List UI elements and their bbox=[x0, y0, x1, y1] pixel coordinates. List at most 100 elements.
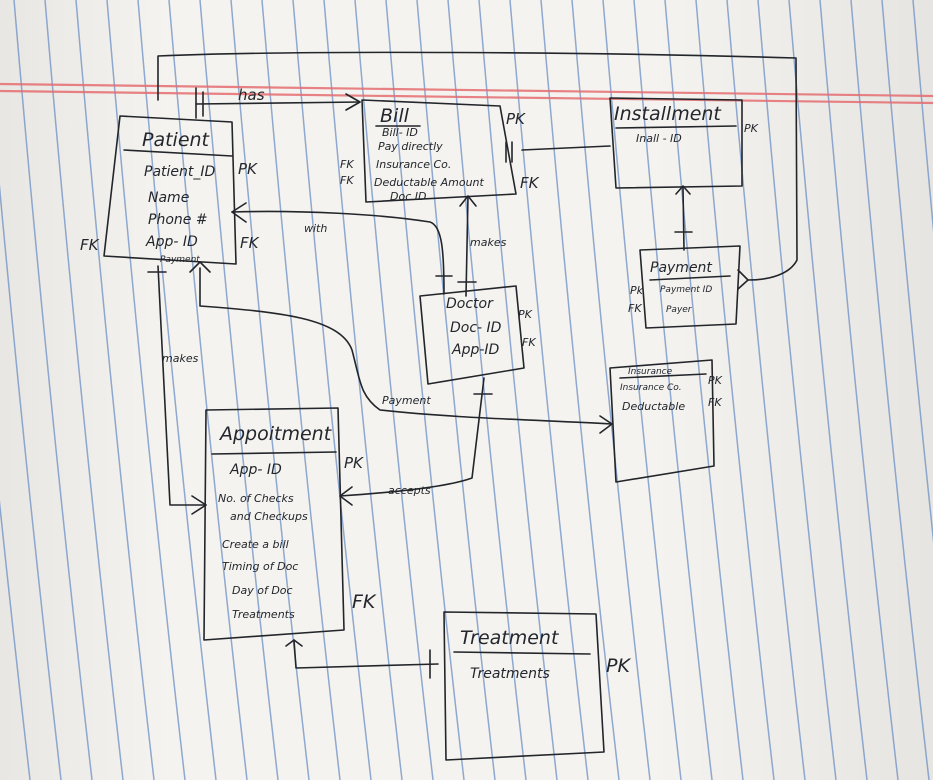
doctor-attr: App-ID bbox=[451, 342, 500, 358]
bill-attr: Bill- ID bbox=[382, 126, 418, 139]
relationship-accepts-label: accepts bbox=[388, 484, 431, 497]
payment-fk-label: FK bbox=[628, 302, 642, 315]
bill-fk-label: FK bbox=[340, 158, 354, 171]
paper-rule-line bbox=[0, 500, 31, 780]
paper-rule-line bbox=[850, 0, 930, 780]
connector-bill-crowfoot bbox=[345, 93, 361, 111]
connector-bill-installment-bar bbox=[505, 141, 513, 163]
entity-insurance: Insurance Insurance Co. Deductable PK FK bbox=[609, 359, 723, 483]
paper-rule-line bbox=[726, 0, 806, 780]
insurance-fk-label: FK bbox=[708, 396, 722, 409]
insurance-divider bbox=[619, 373, 707, 379]
treatment-divider bbox=[453, 651, 591, 655]
paper-rule-line bbox=[199, 0, 279, 780]
relationship-makes-label: makes bbox=[470, 236, 507, 249]
connector-patient-bill bbox=[195, 101, 361, 105]
doctor-box bbox=[419, 285, 525, 385]
appointment-attr: Day of Doc bbox=[232, 584, 293, 597]
connector-appointment-treatment-crowfoot bbox=[285, 639, 303, 647]
entity-bill: Bill Bill- ID Pay directly Insurance Co.… bbox=[340, 99, 540, 203]
appointment-pk-label: PK bbox=[344, 454, 364, 472]
doctor-attr: Doc- ID bbox=[450, 320, 502, 336]
insurance-attr: Deductable bbox=[622, 400, 685, 413]
treatment-title: Treatment bbox=[460, 627, 560, 649]
appointment-attr: Treatments bbox=[232, 608, 295, 621]
paper-rule-line bbox=[509, 0, 589, 780]
paper-rule-line bbox=[416, 0, 496, 780]
connectors bbox=[147, 51, 798, 679]
paper-rule-line bbox=[261, 0, 341, 780]
entity-appointment: Appoitment App- ID No. of Checks and Che… bbox=[203, 407, 377, 641]
connector-patient-bill-bar bbox=[195, 87, 204, 119]
installment-divider bbox=[615, 125, 737, 129]
appointment-attr: and Checkups bbox=[230, 510, 308, 523]
connector-appointment-doctor-crowfoot bbox=[339, 486, 353, 506]
paper-rule-line bbox=[478, 0, 558, 780]
connector-installment-payment bbox=[682, 187, 685, 251]
patient-attr: App- ID bbox=[145, 234, 198, 250]
paper-rule-line bbox=[44, 0, 124, 780]
paper-rule-line bbox=[571, 0, 651, 780]
connector-appointment-doctor bbox=[339, 377, 485, 497]
patient-attr: Payment bbox=[160, 255, 200, 265]
patient-fk-label: FK bbox=[80, 236, 100, 254]
payment-divider bbox=[649, 275, 731, 281]
connector-installment-crowfoot bbox=[675, 185, 691, 195]
paper-rule-line bbox=[447, 0, 527, 780]
connector-bill-doctor bbox=[465, 195, 469, 297]
patient-title: Patient bbox=[142, 129, 211, 151]
connector-payment-crowfoot bbox=[737, 269, 749, 290]
patient-attr: Phone # bbox=[148, 212, 208, 228]
appointment-fk-label: FK bbox=[352, 591, 377, 613]
entity-doctor: Doctor Doc- ID App-ID PK FK bbox=[419, 285, 536, 385]
payment-pk-label: Pk bbox=[630, 284, 644, 297]
patient-attr: Name bbox=[148, 190, 189, 206]
treatment-pk-label: PK bbox=[606, 655, 631, 677]
bill-attr: Doc ID bbox=[390, 190, 426, 203]
treatment-attr: Treatments bbox=[470, 666, 550, 682]
installment-box bbox=[609, 97, 743, 189]
payment-attr: Payer bbox=[666, 305, 693, 315]
payment-attr: Payment ID bbox=[660, 285, 712, 295]
patient-box bbox=[103, 115, 237, 265]
paper-rule-line bbox=[664, 0, 744, 780]
connector-patient-doctor bbox=[231, 210, 445, 295]
entity-treatment: Treatment Treatments PK bbox=[443, 611, 631, 761]
connector-patient-appointment bbox=[157, 265, 207, 506]
paper-rule-line bbox=[788, 0, 868, 780]
entity-patient: Patient Patient_ID Name Phone # App- ID … bbox=[80, 115, 260, 265]
insurance-title: Insurance bbox=[628, 367, 673, 377]
connector-appointment-treatment bbox=[293, 639, 439, 669]
relationship-payment-label: Payment bbox=[382, 394, 431, 407]
relationship-labels: has with makes makes Payment accepts bbox=[162, 86, 507, 497]
paper-rule-line bbox=[354, 0, 434, 780]
installment-pk-label: PK bbox=[744, 122, 759, 135]
bill-title: Bill bbox=[380, 105, 410, 127]
appointment-divider bbox=[211, 451, 337, 455]
connector-insurance-crowfoot bbox=[599, 415, 613, 434]
bill-attr: Insurance Co. bbox=[376, 158, 451, 171]
paper-rule-line bbox=[540, 0, 620, 780]
patient-divider bbox=[123, 149, 233, 157]
paper-rule-line bbox=[881, 0, 933, 543]
appointment-title: Appoitment bbox=[218, 423, 333, 445]
installment-attr: Inall - ID bbox=[636, 132, 682, 145]
patient-attr: Patient_ID bbox=[144, 164, 216, 180]
paper-rule-line bbox=[168, 0, 248, 780]
paper-rule-line bbox=[106, 0, 186, 780]
paper-rule-line bbox=[912, 0, 933, 233]
appointment-box bbox=[203, 407, 345, 641]
appointment-attr: App- ID bbox=[229, 462, 282, 478]
patient-fk-label: FK bbox=[240, 234, 260, 252]
insurance-attr: Insurance Co. bbox=[620, 383, 682, 393]
entity-payment: Payment Payment ID Payer Pk FK bbox=[628, 245, 741, 329]
paper-rule-line bbox=[13, 0, 93, 780]
appointment-attr: Create a bill bbox=[222, 538, 289, 551]
doctor-fk-label: FK bbox=[522, 336, 536, 349]
paper-rule-line bbox=[602, 0, 682, 780]
insurance-box bbox=[609, 359, 715, 483]
paper-rule-line bbox=[137, 0, 217, 780]
